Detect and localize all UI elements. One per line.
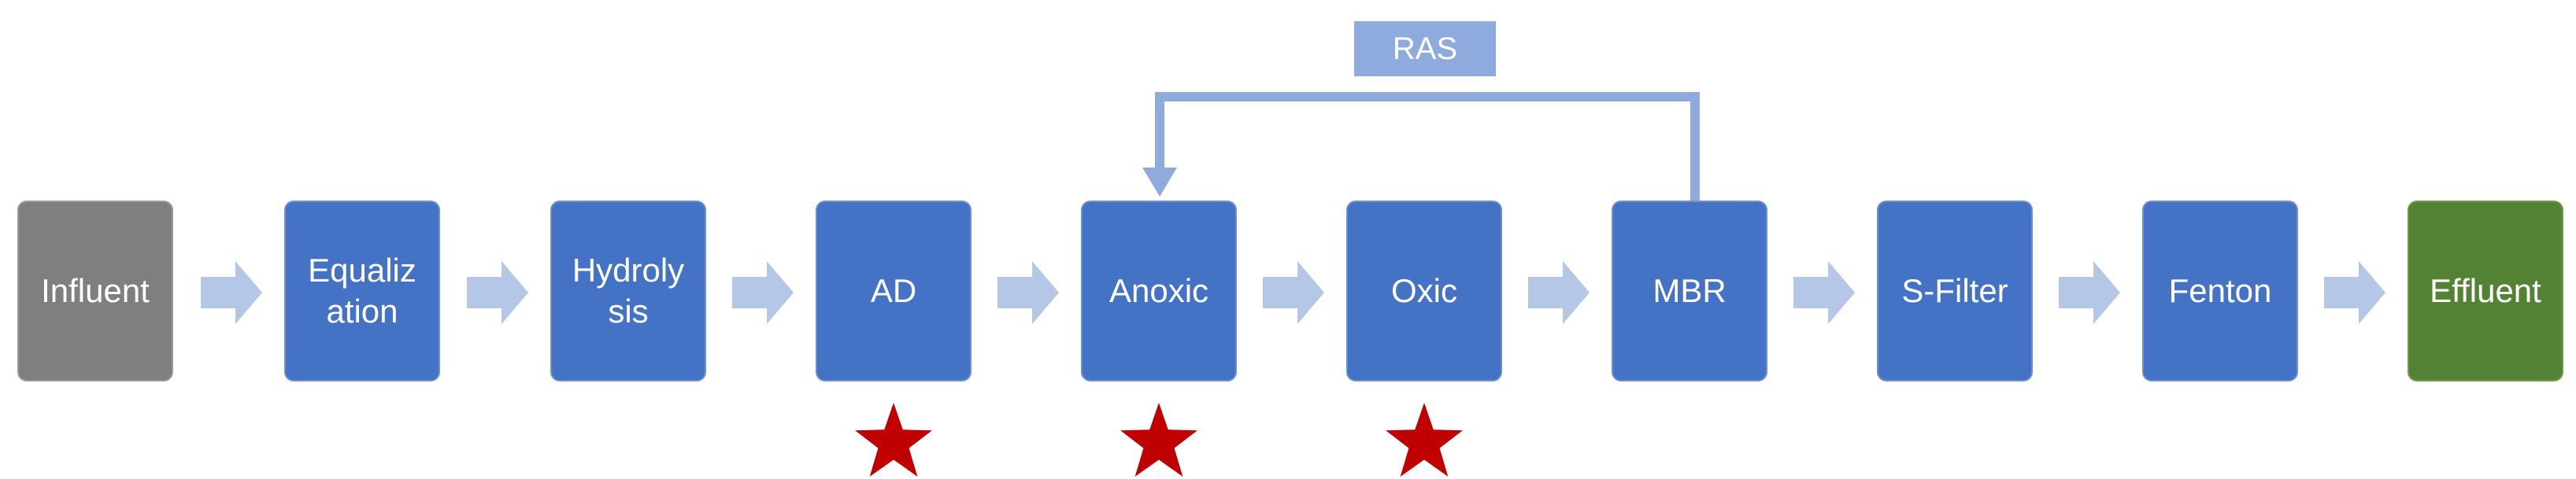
star-icon: [855, 403, 932, 477]
right-arrow-icon: [467, 261, 528, 324]
right-arrow-icon: [1793, 261, 1855, 324]
right-arrow-icon: [732, 261, 794, 324]
step-s-filter: S-Filter: [1877, 201, 2033, 381]
step-label: Fenton: [2168, 272, 2272, 309]
step-effluent: Effluent: [2408, 201, 2563, 381]
step-mbr: MBR: [1612, 201, 1767, 381]
step-influent: Influent: [17, 201, 173, 381]
step-label: Oxic: [1391, 272, 1457, 309]
right-arrow-icon: [2324, 261, 2385, 324]
right-arrow-icon: [997, 261, 1059, 324]
step-oxic: Oxic: [1346, 201, 1502, 381]
right-arrow-icon: [1263, 261, 1324, 324]
step-label: Effluent: [2430, 272, 2541, 309]
star-icon: [1120, 403, 1197, 477]
star-icon: [1386, 403, 1463, 477]
step-label: Anoxic: [1108, 272, 1209, 309]
step-label: MBR: [1653, 272, 1727, 309]
right-arrow-icon: [1528, 261, 1590, 324]
right-arrow-icon: [2059, 261, 2120, 324]
step-label: Influent: [41, 272, 150, 309]
step-ad: AD: [816, 201, 972, 381]
step-anoxic: Anoxic: [1081, 201, 1237, 381]
right-arrow-icon: [201, 261, 262, 324]
ras-label: RAS: [1354, 21, 1496, 76]
step-label: AD: [870, 272, 917, 309]
step-fenton: Fenton: [2142, 201, 2298, 381]
step-label: S-Filter: [1901, 272, 2008, 309]
